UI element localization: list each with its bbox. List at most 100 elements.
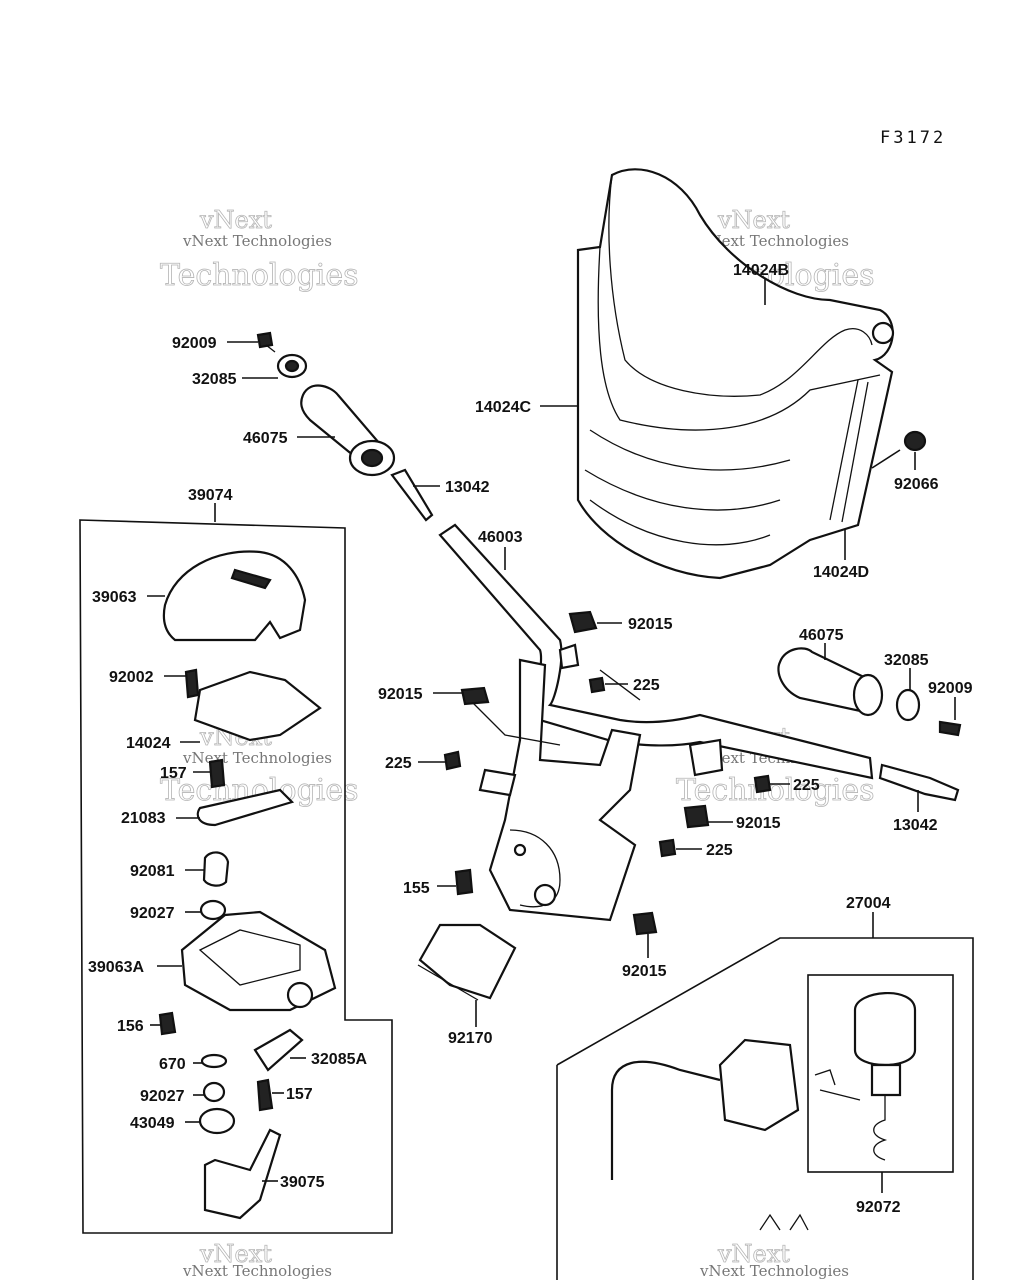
watermark-line2: vNext Technologies <box>699 1262 849 1280</box>
label-46075-right: 46075 <box>799 627 844 644</box>
handle-cover <box>576 168 895 580</box>
screw-92009-top <box>256 331 274 349</box>
grommet-92066 <box>903 430 927 452</box>
leader-92066-b <box>871 449 901 469</box>
housing-port <box>286 981 314 1009</box>
label-225-d: 225 <box>706 842 733 859</box>
label-21083: 21083 <box>121 810 166 827</box>
label-27004: 27004 <box>846 895 891 912</box>
screw-shank <box>265 344 276 353</box>
plate-32085A <box>253 1028 304 1072</box>
nut-92027-b <box>202 1081 226 1103</box>
label-14024C: 14024C <box>475 399 531 416</box>
label-32085-right: 32085 <box>884 652 929 669</box>
bolt-225-d <box>658 838 677 858</box>
label-39063A: 39063A <box>88 959 144 976</box>
bolt-155 <box>454 868 474 896</box>
label-39075: 39075 <box>280 1174 325 1191</box>
label-92009-right: 92009 <box>928 680 973 697</box>
cover-inner-contour <box>597 246 881 431</box>
label-32085A: 32085A <box>311 1051 367 1068</box>
right-grip-parts <box>777 647 962 802</box>
clip-92015-c <box>683 804 710 829</box>
figure-code: F3172 <box>880 128 946 148</box>
label-92015-a: 92015 <box>628 616 673 633</box>
label-92170: 92170 <box>448 1030 493 1047</box>
label-13042-right: 13042 <box>893 817 938 834</box>
label-92066: 92066 <box>894 476 939 493</box>
bolt-157-a <box>208 758 226 789</box>
nut-92027-a <box>199 899 227 921</box>
handlebar-46003 <box>438 523 874 922</box>
switch-assembly-outline <box>79 519 393 1234</box>
label-92015-d: 92015 <box>622 963 667 980</box>
cover-mount-hole <box>871 321 895 345</box>
cover-rib-3 <box>589 499 771 546</box>
left-grip-parts <box>256 331 434 522</box>
clip-92015-a <box>568 610 598 634</box>
watermark-line1: vNext <box>717 206 790 234</box>
throttle-cable-13042-top <box>390 468 434 522</box>
watermark-line1: vNext <box>199 1240 272 1268</box>
screw-92009-right <box>938 720 962 737</box>
wire-terminals <box>759 1213 809 1231</box>
switch-assembly-parts <box>158 550 337 1220</box>
cover-rib-2 <box>584 469 781 511</box>
clip-92015-b <box>460 686 490 706</box>
bushing-43049 <box>198 1107 236 1135</box>
frame-tab-left <box>478 768 517 797</box>
throttle-cable-13042-right <box>878 763 960 802</box>
frame-hole <box>513 843 527 857</box>
bolt-225-b <box>443 750 462 771</box>
cover-side-panel <box>829 379 869 523</box>
kill-switch-cable <box>610 1060 721 1180</box>
label-156: 156 <box>117 1018 144 1035</box>
label-32085-top: 32085 <box>192 371 237 388</box>
label-46075-top: 46075 <box>243 430 288 447</box>
watermark-top-left: vNext vNext Technologies Technologies <box>160 206 359 294</box>
tether-strap-92072 <box>853 991 917 1067</box>
tether-clip <box>870 1063 902 1097</box>
label-39063: 39063 <box>92 589 137 606</box>
label-92015-c: 92015 <box>736 815 781 832</box>
tether-subassembly-outline <box>807 974 954 1173</box>
o-ring-670 <box>200 1053 228 1069</box>
kill-switch-body <box>718 1038 800 1132</box>
label-157-b: 157 <box>286 1086 313 1103</box>
frame-plate-contour <box>509 829 561 908</box>
plate-21083 <box>196 788 295 827</box>
watermark-line2: vNext Technologies <box>182 1262 332 1280</box>
label-225-c: 225 <box>793 777 820 794</box>
watermark-line2: vNext Technologies <box>182 749 332 767</box>
cover-rib-1 <box>589 429 791 471</box>
label-92027-a: 92027 <box>130 905 175 922</box>
label-92015-b: 92015 <box>378 686 423 703</box>
switch-cover-39063 <box>162 550 307 642</box>
label-670: 670 <box>159 1056 186 1073</box>
bolt-157-b <box>256 1078 274 1112</box>
label-13042-top: 13042 <box>445 479 490 496</box>
label-14024D: 14024D <box>813 564 869 581</box>
switch-cover-logo <box>230 568 272 590</box>
label-157-a: 157 <box>160 765 187 782</box>
label-225-b: 225 <box>385 755 412 772</box>
grip-right-end <box>852 673 884 717</box>
clip-92015-d <box>632 911 658 936</box>
screw-92002 <box>184 668 200 699</box>
label-92002: 92002 <box>109 669 154 686</box>
watermark-line3: Technologies <box>676 773 875 808</box>
kill-switch-parts <box>610 991 917 1231</box>
grip-end-hole <box>360 448 384 468</box>
watermark-bottom-right: vNext vNext Technologies <box>699 1240 849 1280</box>
label-92072: 92072 <box>856 1199 901 1216</box>
watermark-line1: vNext <box>717 1240 790 1268</box>
label-39074: 39074 <box>188 487 233 504</box>
frame-leader-lines <box>469 669 641 746</box>
frame-bore <box>533 883 557 907</box>
label-92027-b: 92027 <box>140 1088 185 1105</box>
bracket-92170-strap <box>417 964 479 1001</box>
gasket-14024 <box>193 670 322 742</box>
cover-outer-shape <box>576 168 894 580</box>
watermark-line3: Technologies <box>160 258 359 293</box>
